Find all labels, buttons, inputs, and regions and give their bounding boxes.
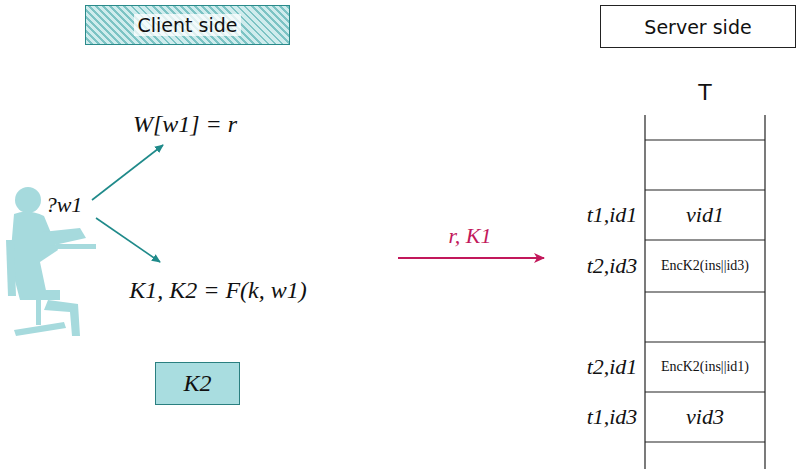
cell-value: EncK2(ins||id3) — [661, 258, 749, 274]
message-label: r, K1 — [449, 223, 492, 249]
cell-value: vid1 — [686, 202, 724, 228]
panel-heading: Server side — [600, 5, 796, 48]
row-key: t1,id3 — [587, 404, 638, 430]
table-name: T — [698, 80, 711, 105]
equation: W[w1] = r — [133, 111, 237, 138]
key-box: K2 — [155, 362, 240, 405]
row-key: t2,id1 — [587, 354, 638, 380]
node-text: K2 — [183, 370, 211, 397]
arrow — [398, 257, 544, 259]
arrow — [92, 145, 163, 200]
node-text: Client side — [134, 14, 242, 36]
cell-value: vid3 — [686, 404, 724, 430]
row-key: t2,id3 — [587, 253, 638, 279]
panel-heading: Client side — [85, 5, 290, 45]
table — [645, 115, 765, 469]
person-figure — [6, 187, 96, 336]
cell-value: EncK2(ins||id1) — [661, 359, 749, 375]
arrow — [96, 218, 160, 262]
node-text: Server side — [644, 16, 751, 38]
query-keyword: ?w1 — [46, 192, 83, 218]
equation: K1, K2 = F(k, w1) — [129, 277, 307, 304]
row-key: t1,id1 — [587, 202, 638, 228]
